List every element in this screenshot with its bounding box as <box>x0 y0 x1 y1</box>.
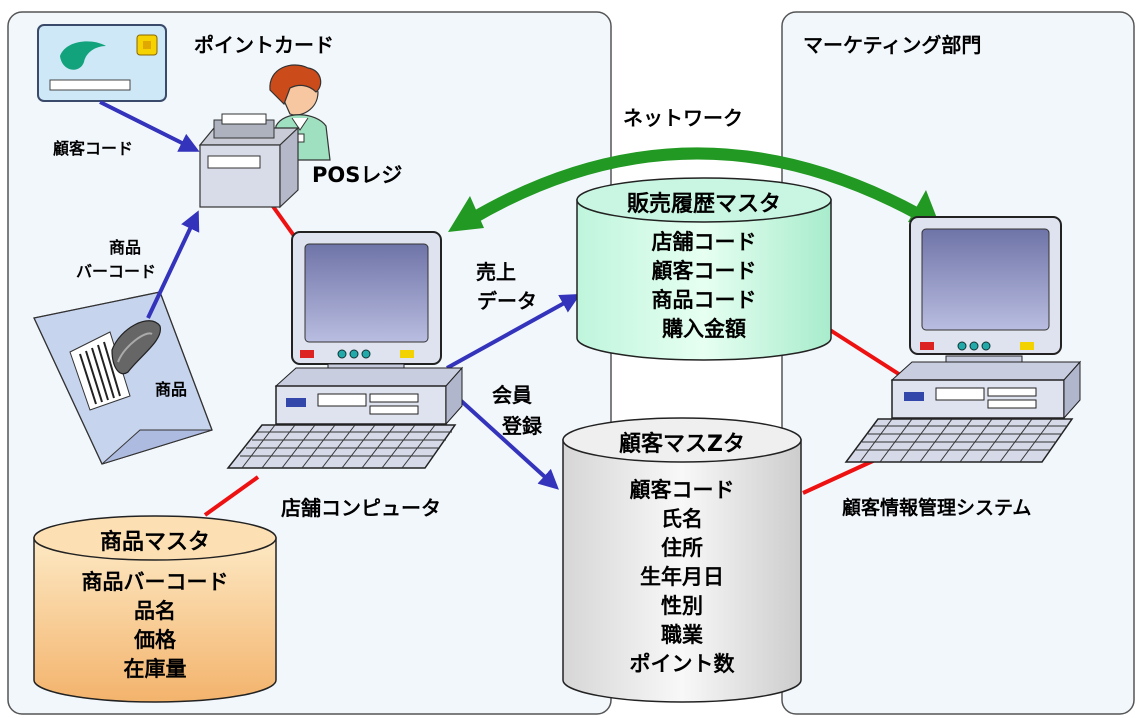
customer-master-db-cylinder <box>562 417 802 703</box>
pos-register-label: POSレジ <box>312 163 403 187</box>
customer-master-db-fields: 顧客コード 氏名 住所 生年月日 性別 職業 ポイント数 <box>563 476 801 679</box>
sales-history-field: 顧客コード <box>651 259 757 283</box>
store-computer-icon <box>226 231 464 469</box>
barcode-scanner-icon <box>33 291 213 465</box>
product-master-field: 品名 <box>134 599 176 623</box>
store-computer-label: 店舗コンピュータ <box>281 496 441 520</box>
product-master-field: 価格 <box>134 628 176 652</box>
sales-data-line-1: 売上 <box>476 260 516 284</box>
crm-system-label: 顧客情報管理システム <box>842 497 1032 519</box>
sales-data-label: 売上 データ <box>462 260 552 314</box>
customer-master-field: 生年月日 <box>640 565 724 589</box>
product-master-db-cylinder <box>33 515 277 703</box>
sales-data-line-2: データ <box>477 289 537 313</box>
pos-register-icon <box>198 113 300 209</box>
point-card-label: ポイントカード <box>194 33 334 57</box>
customer-master-field: 性別 <box>661 594 703 618</box>
red-connection-lines <box>203 203 907 517</box>
customer-master-field: 職業 <box>661 623 703 647</box>
product-barcode-line-1: 商品 <box>108 238 141 257</box>
blue-arrows <box>99 100 581 490</box>
member-registration-label: 会員 登録 <box>492 383 542 439</box>
point-card-icon <box>37 24 167 102</box>
customer-master-field: ポイント数 <box>629 652 735 676</box>
product-barcode-label: 商品 バーコード <box>66 238 166 282</box>
sales-history-field: 購入金額 <box>662 317 746 341</box>
network-label: ネットワーク <box>623 106 743 130</box>
customer-master-field: 顧客コード <box>629 478 735 502</box>
sales-history-field: 店舗コード <box>651 230 757 254</box>
product-master-field: 商品バーコード <box>81 570 229 594</box>
member-registration-line-1: 会員 <box>492 383 532 407</box>
product-master-db-fields: 商品バーコード 品名 価格 在庫量 <box>34 568 276 684</box>
customer-code-label: 顧客コード <box>53 139 134 158</box>
cashier-person-icon <box>269 64 331 161</box>
sales-history-db-fields: 店舗コード 顧客コード 商品コード 購入金額 <box>577 228 831 344</box>
marketing-region-title: マーケティング部門 <box>803 33 982 57</box>
member-registration-line-2: 登録 <box>502 414 542 438</box>
customer-master-field: 氏名 <box>661 507 703 531</box>
sales-history-db-cylinder <box>576 177 832 361</box>
customer-master-db-title: 顧客マスZタ <box>619 432 745 457</box>
sales-history-db-title: 販売履歴マスタ <box>626 192 781 217</box>
sales-history-field: 商品コード <box>651 288 757 312</box>
customer-master-field: 住所 <box>661 536 703 560</box>
product-barcode-line-2: バーコード <box>75 262 156 281</box>
product-label: 商品 <box>155 380 188 399</box>
product-master-db-title: 商品マスタ <box>99 530 210 555</box>
product-master-field: 在庫量 <box>123 657 187 681</box>
crm-computer-icon <box>844 216 1082 463</box>
